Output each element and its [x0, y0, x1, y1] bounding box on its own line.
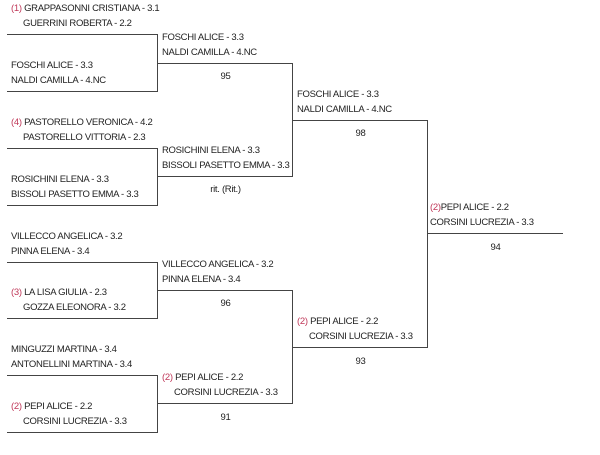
- match-score: 95: [220, 71, 231, 82]
- team-player-1: (4) PASTORELLO VERONICA - 4.2: [11, 117, 153, 128]
- connector: [292, 290, 293, 404]
- team-player-2: GOZZA ELEONORA - 3.2: [23, 302, 126, 313]
- team-player-1: VILLECCO ANGELICA - 3.2: [11, 231, 123, 242]
- team-player-2: GUERRINI ROBERTA - 2.2: [23, 18, 132, 29]
- r2-slot-2: ROSICHINI ELENA - 3.3 BISSOLI PASETTO EM…: [158, 142, 293, 177]
- team-player-1: FOSCHI ALICE - 3.3: [162, 32, 244, 43]
- r1-slot-8: (2) PEPI ALICE - 2.2 CORSINI LUCREZIA - …: [7, 398, 158, 433]
- team-player-1: (2) PEPI ALICE - 2.2: [297, 316, 379, 327]
- seed-label: (1): [11, 3, 22, 14]
- team-player-2: CORSINI LUCREZIA - 3.3: [430, 217, 534, 228]
- match-score: 93: [355, 356, 366, 367]
- team-player-1: MINGUZZI MARTINA - 3.4: [11, 344, 117, 355]
- team-player-1: ROSICHINI ELENA - 3.3: [11, 174, 109, 185]
- r3-slot-1: FOSCHI ALICE - 3.3 NALDI CAMILLA - 4.NC: [293, 86, 428, 121]
- seed-label: (3): [11, 287, 22, 298]
- team-player-2: PINNA ELENA - 3.4: [11, 246, 90, 257]
- team-player-2: NALDI CAMILLA - 4.NC: [297, 104, 392, 115]
- r1-slot-4: ROSICHINI ELENA - 3.3 BISSOLI PASETTO EM…: [7, 171, 158, 206]
- team-player-2: BISSOLI PASETTO EMMA - 3.3: [11, 189, 139, 200]
- final-winner-slot: (2)PEPI ALICE - 2.2 CORSINI LUCREZIA - 3…: [428, 199, 563, 234]
- r2-slot-4: (2) PEPI ALICE - 2.2 CORSINI LUCREZIA - …: [158, 369, 293, 404]
- team-player-2: PASTORELLO VITTORIA - 2.3: [23, 132, 146, 143]
- seed-label: (4): [11, 117, 22, 128]
- r1-slot-5: VILLECCO ANGELICA - 3.2 PINNA ELENA - 3.…: [7, 228, 158, 263]
- seed-label: (2): [297, 316, 308, 327]
- r1-slot-3: (4) PASTORELLO VERONICA - 4.2 PASTORELLO…: [7, 114, 158, 149]
- seed-label: (2): [430, 202, 441, 213]
- r1-slot-7: MINGUZZI MARTINA - 3.4 ANTONELLINI MARTI…: [7, 341, 158, 376]
- team-player-1: (3) LA LISA GIULIA - 2.3: [11, 287, 107, 298]
- team-player-2: PINNA ELENA - 3.4: [162, 274, 241, 285]
- r1-slot-1: (1) GRAPPASONNI CRISTIANA - 3.1 GUERRINI…: [7, 0, 160, 35]
- connector: [157, 262, 158, 319]
- team-player-1: VILLECCO ANGELICA - 3.2: [162, 259, 274, 270]
- team-player-1: (2)PEPI ALICE - 2.2: [430, 202, 509, 213]
- team-player-2: NALDI CAMILLA - 4.NC: [11, 75, 106, 86]
- r1-slot-2: FOSCHI ALICE - 3.3 NALDI CAMILLA - 4.NC: [7, 57, 158, 92]
- match-score: 91: [220, 412, 231, 423]
- team-player-1: (2) PEPI ALICE - 2.2: [11, 401, 93, 412]
- match-score: rit. (Rit.): [210, 184, 241, 195]
- r1-slot-6: (3) LA LISA GIULIA - 2.3 GOZZA ELEONORA …: [7, 284, 158, 319]
- seed-label: (2): [162, 372, 173, 383]
- seed-label: (2): [11, 401, 22, 412]
- team-player-2: NALDI CAMILLA - 4.NC: [162, 47, 257, 58]
- connector: [157, 148, 158, 206]
- r2-slot-1: FOSCHI ALICE - 3.3 NALDI CAMILLA - 4.NC: [158, 29, 293, 64]
- team-player-1: ROSICHINI ELENA - 3.3: [162, 145, 260, 156]
- team-player-2: CORSINI LUCREZIA - 3.3: [309, 331, 413, 342]
- match-score: 96: [220, 298, 231, 309]
- connector: [292, 63, 293, 177]
- team-player-1: FOSCHI ALICE - 3.3: [11, 60, 93, 71]
- team-player-2: CORSINI LUCREZIA - 3.3: [174, 387, 278, 398]
- r3-slot-2: (2) PEPI ALICE - 2.2 CORSINI LUCREZIA - …: [293, 313, 428, 348]
- connector: [157, 375, 158, 433]
- team-player-1: (2) PEPI ALICE - 2.2: [162, 372, 244, 383]
- connector: [157, 34, 158, 92]
- team-player-1: (1) GRAPPASONNI CRISTIANA - 3.1: [11, 3, 160, 14]
- team-player-2: BISSOLI PASETTO EMMA - 3.3: [162, 160, 290, 171]
- match-score: 94: [490, 242, 501, 253]
- connector: [427, 120, 428, 348]
- team-player-2: CORSINI LUCREZIA - 3.3: [23, 416, 127, 427]
- r2-slot-3: VILLECCO ANGELICA - 3.2 PINNA ELENA - 3.…: [158, 256, 293, 291]
- match-score: 98: [355, 128, 366, 139]
- team-player-2: ANTONELLINI MARTINA - 3.4: [11, 359, 132, 370]
- team-player-1: FOSCHI ALICE - 3.3: [297, 89, 379, 100]
